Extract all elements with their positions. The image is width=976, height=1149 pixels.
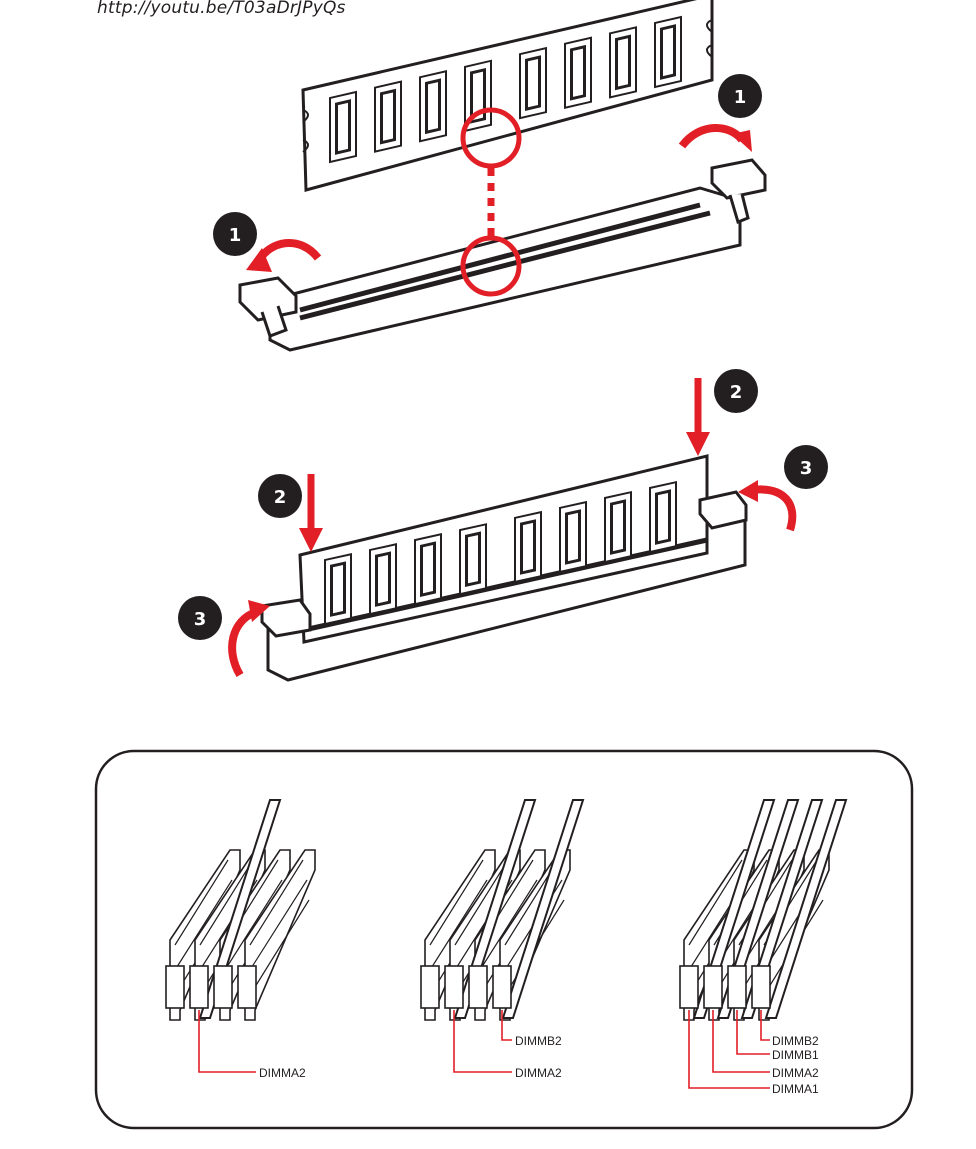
step-badge-right [718, 74, 762, 118]
step1-module-above-slot [238, 0, 767, 352]
label-dimma1: DIMMA1 [772, 1082, 819, 1096]
label-dimmb2: DIMMB2 [515, 1034, 562, 1048]
step1-badges: 1 1 [213, 74, 762, 256]
step-badge-press-left [258, 474, 302, 518]
step-badge-press-left-number: 2 [274, 487, 287, 508]
label-dimmb1: DIMMB1 [772, 1048, 819, 1062]
label-dimma2: DIMMA2 [515, 1066, 562, 1080]
step-badge-press-right [714, 369, 758, 413]
step-badge-left [213, 212, 257, 256]
step-badge-left-number: 1 [229, 225, 242, 246]
config-four-modules: DIMMB2 DIMMB1 DIMMA2 DIMMA1 [679, 799, 848, 1096]
label-dimma2: DIMMA2 [259, 1066, 306, 1080]
step-badge-right-number: 1 [734, 87, 747, 108]
step-badge-close-right [784, 445, 828, 489]
label-dimma2: DIMMA2 [772, 1066, 819, 1080]
step-badge-close-left-number: 3 [194, 609, 207, 630]
step-badge-press-right-number: 2 [730, 382, 743, 403]
step-badge-close-right-number: 3 [800, 458, 813, 479]
step-badge-close-left [178, 596, 222, 640]
label-dimmb2: DIMMB2 [772, 1034, 819, 1048]
step2-3-badges: 2 2 3 3 [178, 369, 828, 640]
config-two-modules: DIMMB2 DIMMA2 [420, 799, 585, 1080]
step2-module-in-slot [228, 378, 797, 682]
config-one-module: DIMMA2 [165, 799, 316, 1080]
video-link[interactable]: http://youtu.be/T03aDrJPyQs [97, 0, 346, 18]
